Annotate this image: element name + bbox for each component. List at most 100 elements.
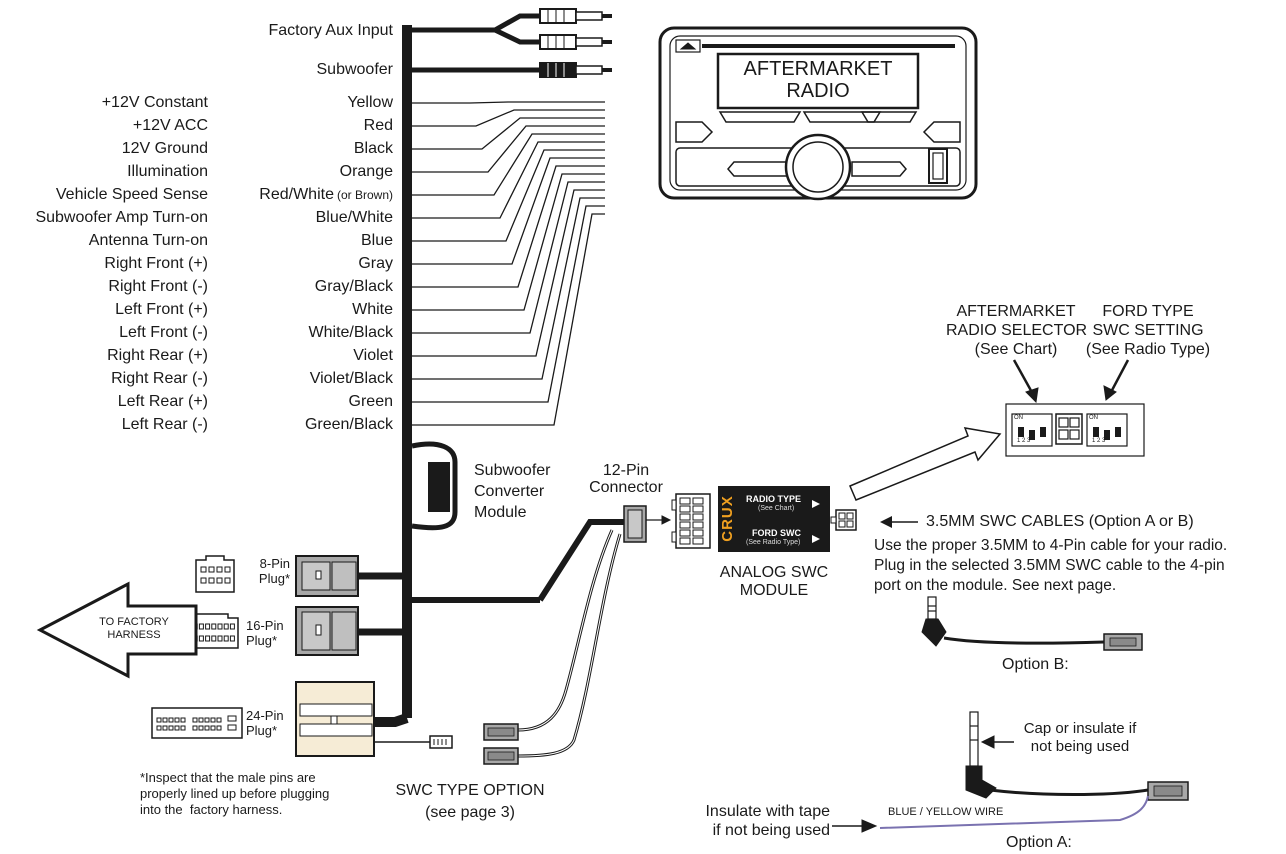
pin: [174, 725, 180, 731]
wire-color-label: White: [352, 301, 393, 319]
subwoofer-label: Subwoofer: [316, 61, 394, 78]
pin: [198, 635, 204, 642]
pin: [227, 715, 237, 722]
selector-left-label: AFTERMARKET RADIO SELECTOR (See Chart): [946, 303, 1088, 358]
pin: [216, 725, 222, 731]
module-caption: ANALOG SWC MODULE: [719, 564, 829, 599]
wire-color-note: (or Brown): [336, 188, 393, 202]
wire-color-label: Red: [364, 117, 393, 135]
pin: [227, 724, 237, 731]
wire-function-label: Right Rear (-): [111, 370, 208, 387]
pin: [679, 513, 691, 521]
cables-body: Use the proper 3.5MM to 4-Pin cable for …: [874, 537, 1228, 594]
pin: [692, 513, 704, 521]
module-text: CRUX RADIO TYPE (See Chart) FORD SWC (Se…: [718, 486, 830, 552]
pin: [156, 717, 162, 723]
option-b-label: Option B:: [1002, 656, 1069, 673]
rca-plug-2: [539, 34, 612, 50]
wire-function-label: Left Rear (-): [121, 416, 208, 433]
ford-swc-sub: (See Radio Type): [746, 539, 801, 546]
pin: [192, 725, 198, 731]
plug-16pin-label: 16-Pin Plug*: [246, 618, 284, 648]
pin: [211, 623, 217, 630]
wire-color-text: White: [352, 301, 393, 318]
factory-plugs: [295, 555, 453, 757]
wire-line: [412, 109, 605, 127]
wire-color-text: Green/Black: [304, 416, 393, 433]
pin: [692, 505, 704, 513]
wire-fan: [412, 101, 605, 426]
pin: [210, 717, 216, 723]
swc-type-option-label: SWC TYPE OPTION (see page 3): [395, 782, 545, 821]
wire-line: [412, 213, 605, 426]
wire-function-label: +12V Constant: [101, 94, 208, 111]
option-a-cable: [832, 711, 1189, 833]
pin: [679, 497, 691, 505]
wire-color-label: Gray: [358, 255, 393, 273]
selector-on-right: ON: [1089, 415, 1098, 421]
pin: [229, 623, 235, 630]
wire-color-label: Violet: [353, 347, 393, 365]
wire-line: [412, 181, 605, 334]
option-a-label: Option A:: [1006, 834, 1072, 851]
pin: [210, 725, 216, 731]
cap-note: Cap or insulate if not being used: [1023, 720, 1137, 755]
selector-on-left: ON: [1014, 415, 1023, 421]
pin: [198, 623, 204, 630]
pin: [205, 623, 211, 630]
radio-line-1: AFTERMARKET: [743, 58, 893, 80]
wire-line: [412, 157, 605, 265]
cables-heading: 3.5MM SWC CABLES (Option A or B): [926, 513, 1194, 530]
wire-function-label: Left Front (-): [119, 324, 208, 341]
pin: [192, 717, 198, 723]
pin: [692, 497, 704, 505]
wire-line: [412, 141, 605, 219]
pin: [204, 717, 210, 723]
wire-line: [412, 197, 605, 380]
wire-color-label: Yellow: [347, 94, 393, 112]
pin: [162, 717, 168, 723]
pin: [229, 635, 235, 642]
wire-color-text: Red/White: [259, 186, 334, 203]
pin: [204, 725, 210, 731]
wire-color-text: Violet/Black: [309, 370, 393, 387]
wire-line: [412, 165, 605, 288]
pin: [692, 521, 704, 529]
rca-leads: [410, 13, 540, 73]
wire-color-text: White/Black: [308, 324, 393, 341]
pin: [198, 717, 204, 723]
wire-color-label: White/Black: [309, 324, 393, 342]
wire-color-text: Gray: [358, 255, 393, 272]
wire-color-text: Yellow: [347, 94, 393, 111]
pin: [168, 717, 174, 723]
pin: [205, 635, 211, 642]
factory-aux-input-label: Factory Aux Input: [268, 22, 393, 39]
wire-function-label: Right Front (-): [108, 278, 208, 295]
blue-yellow-wire-label: BLUE / YELLOW WIRE: [888, 806, 1004, 818]
pin: [679, 529, 691, 537]
crux-brand: CRUX: [718, 495, 736, 542]
wire-function-label: 12V Ground: [121, 140, 208, 157]
wire-color-text: Blue: [360, 232, 393, 249]
selector-nums-right: 1 2 3: [1092, 438, 1106, 444]
wire-color-label: Gray/Black: [315, 278, 393, 296]
wire-function-label: Subwoofer Amp Turn-on: [35, 209, 208, 226]
pin: [217, 623, 223, 630]
pin: [180, 717, 186, 723]
to-factory-harness-arrow: [36, 581, 198, 679]
radio-type-label: RADIO TYPE: [746, 494, 802, 504]
cables-arrow: [880, 516, 918, 528]
pin: [211, 635, 217, 642]
wire-line: [412, 205, 605, 403]
inspect-note: *Inspect that the male pins are properly…: [140, 770, 330, 817]
factory-harness-label: TO FACTORY HARNESS: [99, 616, 169, 641]
option-b-cable: [921, 596, 1143, 651]
wire-color-label: Violet/Black: [310, 370, 393, 388]
module-to-selector-arrow: [849, 427, 1002, 501]
wire-color-text: Orange: [339, 163, 393, 180]
wire-function-label: Antenna Turn-on: [88, 232, 208, 249]
ford-swc-label: FORD SWC: [752, 528, 801, 538]
wire-line: [412, 101, 605, 104]
radio-line-2: RADIO: [786, 80, 850, 102]
